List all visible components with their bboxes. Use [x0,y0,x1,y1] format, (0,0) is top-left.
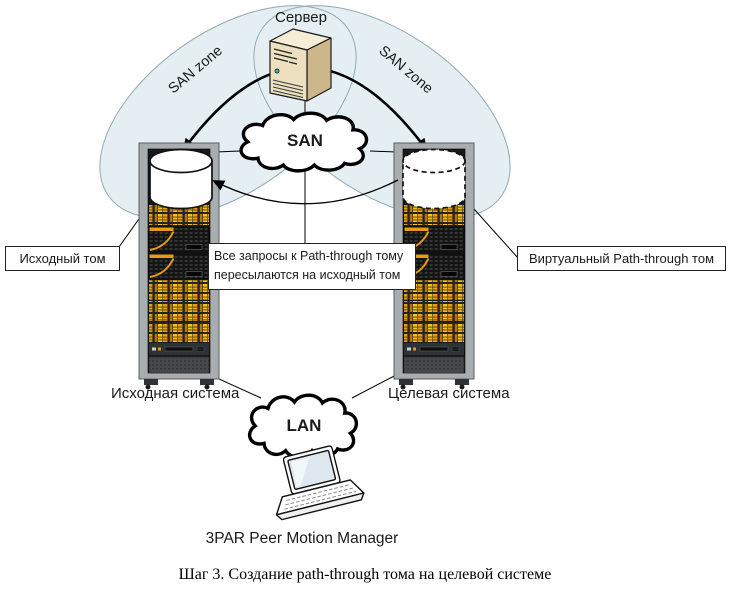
server-label: Сервер [274,9,327,26]
source-volume-callout: Исходный том [5,246,120,271]
target-system-label: Целевая система [388,385,510,402]
laptop-icon [275,445,365,521]
line-target-rack-to-lan [351,373,399,399]
line-virtual-volume-callout [465,199,519,259]
forward-note-box: Все запросы к Path-through тому пересыла… [208,243,416,290]
virtual-volume-callout: Виртуальный Path-through том [517,246,726,271]
line-san-to-target-rack [369,150,397,153]
source-system-label: Исходная система [111,385,240,402]
server-icon [269,28,332,102]
lan-cloud-label: LAN [286,416,322,435]
arrow-forward-requests [212,179,399,205]
figure-caption: Шаг 3. Создание path-through тома на цел… [178,566,552,583]
manager-label: 3PAR Peer Motion Manager [205,530,399,547]
virtual-volume-cylinder-icon [402,148,466,210]
line-san-to-source-rack [215,150,241,153]
source-volume-cylinder-icon [149,148,213,210]
san-cloud-label: SAN [287,131,323,150]
